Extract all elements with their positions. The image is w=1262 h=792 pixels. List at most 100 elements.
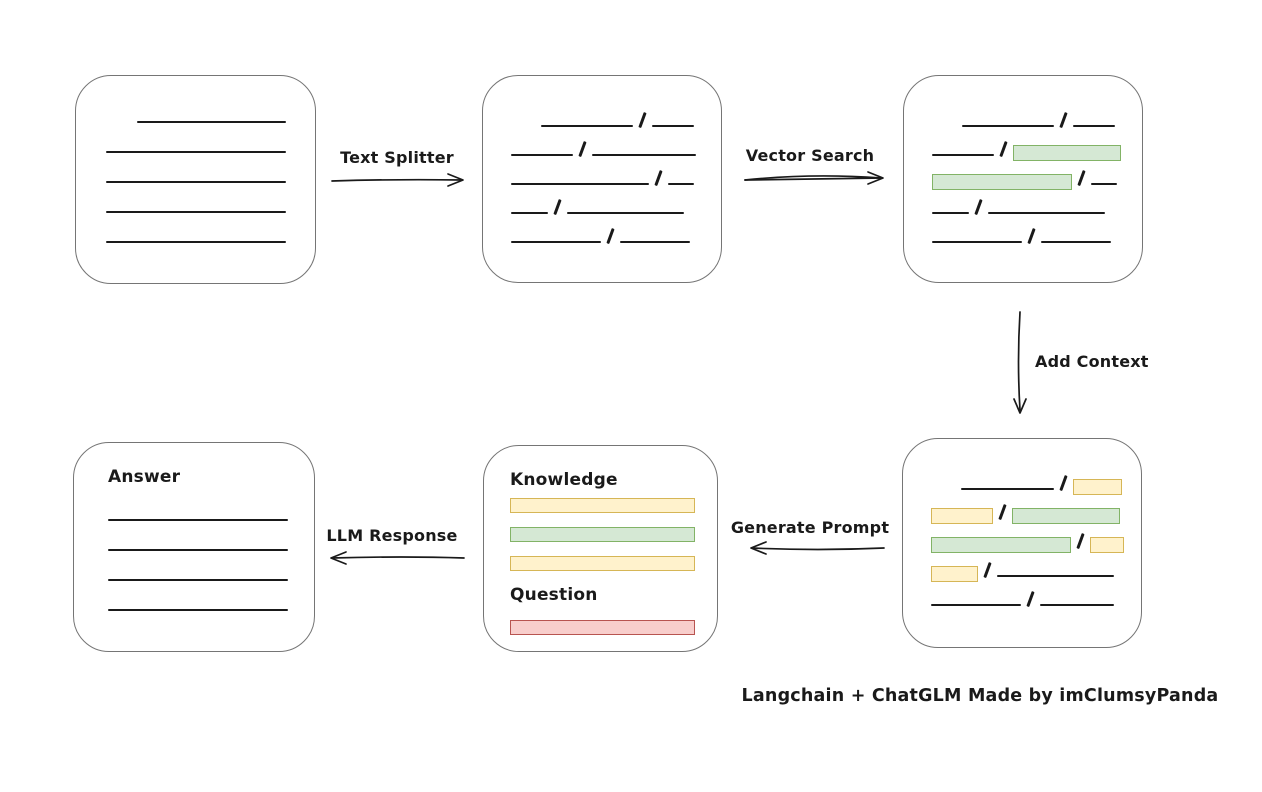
text-line [108, 549, 288, 551]
chunk-row [932, 215, 1142, 244]
slash-separator [1026, 591, 1035, 607]
question-bars [510, 620, 717, 635]
yellow-chunk [931, 566, 978, 582]
text-line [931, 604, 1021, 606]
text-line [932, 154, 994, 156]
text-line [511, 241, 601, 243]
yellow-bar [510, 498, 695, 513]
answer-label: Answer [108, 467, 181, 487]
yellow-chunk [1089, 537, 1124, 553]
chunk-rows [904, 76, 1142, 244]
node-prompt: Knowledge Question [483, 445, 718, 652]
slash-separator [1059, 112, 1068, 128]
yellow-bar [510, 556, 695, 571]
chunk-row [511, 215, 721, 244]
text-line [1072, 125, 1115, 127]
text-line [619, 241, 690, 243]
node-source-document [75, 75, 316, 284]
chunk-row [932, 128, 1142, 161]
question-label: Question [510, 585, 598, 605]
text-line [566, 212, 684, 214]
green-bar [510, 527, 695, 542]
text-splitter-arrow [331, 173, 464, 187]
text-line [996, 575, 1114, 577]
slash-separator [974, 199, 983, 215]
text-line [651, 125, 694, 127]
chunk-rows [483, 76, 721, 244]
chunk-row [931, 520, 1141, 553]
text-line [106, 181, 286, 183]
text-line [511, 154, 573, 156]
text-line [541, 125, 633, 127]
text-line [961, 488, 1054, 490]
chunk-row [932, 157, 1142, 190]
text-line [987, 212, 1105, 214]
text-line [137, 121, 286, 123]
text-line [1090, 183, 1117, 185]
text-line [962, 125, 1054, 127]
chunk-row [511, 99, 721, 128]
node-context-chunks [902, 438, 1142, 648]
add-context-arrow [1013, 311, 1027, 414]
slash-separator [578, 141, 587, 157]
document-lines [76, 76, 315, 243]
red-bar [510, 620, 695, 635]
green-chunk [931, 537, 1071, 553]
text-line [511, 183, 649, 185]
llm-response-arrow [330, 551, 465, 565]
slash-separator [998, 504, 1007, 520]
chunk-row [931, 462, 1141, 495]
text-line [108, 609, 288, 611]
node-answer: Answer [73, 442, 315, 652]
text-line [106, 151, 286, 153]
slash-separator [1076, 533, 1085, 549]
slash-separator [654, 170, 663, 186]
add-context-label: Add Context [1035, 352, 1149, 371]
chunk-row [511, 186, 721, 215]
chunk-row [931, 549, 1141, 582]
slash-separator [1059, 475, 1068, 491]
slash-separator [1027, 228, 1036, 244]
slash-separator [553, 199, 562, 215]
green-chunk [932, 174, 1072, 190]
green-chunk [1011, 508, 1120, 524]
text-line [108, 519, 288, 521]
text-line [1039, 604, 1114, 606]
chunk-row [931, 491, 1141, 524]
diagram-caption: Langchain + ChatGLM Made by imClumsyPand… [741, 686, 1219, 706]
vector-search-label: Vector Search [745, 146, 875, 165]
knowledge-label: Knowledge [510, 470, 618, 490]
text-line [108, 579, 288, 581]
text-line [511, 212, 548, 214]
chunk-row [932, 99, 1142, 128]
chunk-row [931, 578, 1141, 607]
node-vector-matches [903, 75, 1143, 283]
chunk-rows [903, 439, 1141, 607]
vector-search-arrow [744, 171, 884, 185]
chunk-row [932, 186, 1142, 215]
slash-separator [999, 141, 1008, 157]
text-line [591, 154, 696, 156]
knowledge-bars [510, 498, 717, 571]
text-line [667, 183, 694, 185]
text-line [932, 241, 1022, 243]
answer-lines [108, 519, 314, 611]
slash-separator [606, 228, 615, 244]
text-line [1040, 241, 1111, 243]
generate-prompt-arrow [750, 541, 885, 555]
slash-separator [1077, 170, 1086, 186]
generate-prompt-label: Generate Prompt [730, 518, 890, 537]
text-line [932, 212, 969, 214]
chunk-row [511, 157, 721, 186]
slash-separator [983, 562, 992, 578]
node-split-chunks [482, 75, 722, 283]
green-chunk [1012, 145, 1121, 161]
llm-response-label: LLM Response [326, 526, 458, 545]
slash-separator [638, 112, 647, 128]
text-splitter-label: Text Splitter [340, 148, 454, 167]
yellow-chunk [931, 508, 993, 524]
yellow-chunk [1072, 479, 1122, 495]
text-line [106, 241, 286, 243]
text-line [106, 211, 286, 213]
